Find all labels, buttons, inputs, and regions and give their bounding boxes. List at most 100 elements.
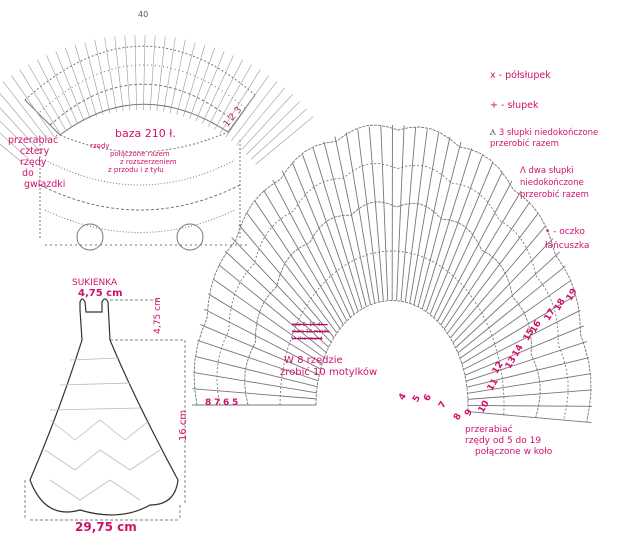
yoke-chart — [24, 45, 256, 251]
stitch-mark — [255, 116, 314, 165]
stitch-mark — [163, 37, 176, 112]
fan-round — [315, 300, 469, 412]
legend-text: - półsłupek — [498, 70, 551, 81]
stitch-mark — [169, 39, 186, 114]
fan-stitch — [197, 339, 319, 382]
note-line: z przodu i z tyłu — [108, 166, 164, 174]
fan-stitch — [246, 212, 338, 334]
cluster-3-icon: Ⲁ — [490, 128, 497, 138]
fan-stitch — [440, 190, 522, 326]
fan-stitch — [433, 171, 503, 318]
fan-stitch — [312, 147, 363, 309]
fan-stitch — [263, 190, 344, 325]
fan-stitch — [194, 355, 318, 388]
yoke-base-note: baza 210 ł. — [115, 127, 176, 140]
row8-note: W 8 rzędzie zrobić 10 motylków — [280, 355, 377, 379]
legend-text: dwa słupki niedokończone przerobić razem — [520, 166, 589, 200]
fan-stitch — [368, 126, 384, 301]
stitch-mark — [0, 120, 34, 155]
stitch-mark — [183, 44, 206, 117]
chain-dot-icon: • — [545, 227, 551, 237]
note-line: rzędy — [20, 157, 47, 168]
fan-stitch — [447, 213, 539, 334]
note-line: gwiazdki — [24, 179, 66, 190]
fan-stitch — [457, 265, 566, 354]
fan-round — [244, 201, 541, 418]
stitch-mark — [219, 69, 261, 134]
legend-item-plus: + - słupek — [490, 100, 539, 111]
fan-stitch — [466, 357, 590, 388]
fan-stitch — [203, 308, 321, 370]
stitch-mark — [208, 59, 243, 127]
note-line: zrobić 10 motylków — [280, 367, 378, 378]
fan-stitch — [463, 309, 581, 370]
stitch-mark — [250, 108, 307, 160]
yoke-stitches — [0, 35, 314, 165]
fan-stitch — [345, 132, 376, 303]
note-line: przerabiać — [465, 425, 513, 435]
stitch-mark — [246, 101, 300, 155]
fan-stitch — [380, 125, 389, 301]
fan-stitch — [218, 264, 327, 353]
legend-text: - oczko łańcuszka — [545, 227, 590, 251]
stitch-mark — [0, 143, 25, 165]
fan-stitch — [409, 132, 440, 303]
struck-line: work 10 motifs — [292, 329, 330, 335]
fan-stitch — [200, 324, 320, 376]
note-line: W 8 rzędzie — [284, 355, 343, 366]
stitch-mark — [0, 132, 30, 160]
stitch-mark — [0, 93, 44, 146]
fan-stitch — [302, 154, 359, 312]
stitch-mark — [2, 81, 49, 142]
fan-stitch — [193, 372, 317, 394]
fan-stitch — [334, 136, 371, 305]
fan-stitch — [461, 294, 577, 365]
note-line: przerabiać — [8, 135, 59, 146]
fan-stitch — [459, 279, 572, 359]
fan-stitch — [413, 136, 451, 305]
stitch-mark — [28, 64, 66, 130]
fan-stitch — [404, 129, 428, 302]
stitch-mark — [104, 37, 117, 112]
legend-item-chain: • - oczko łańcuszka — [545, 225, 630, 253]
dress-title: SUKIENKA — [72, 278, 118, 288]
legend-symbol: x — [490, 70, 496, 81]
stitch-mark — [46, 55, 78, 124]
stitch-mark — [231, 81, 278, 142]
fan-stitch — [437, 180, 513, 322]
note-line: rzędy od 5 do 19 — [465, 436, 542, 446]
fan-stitch — [357, 129, 380, 302]
fan-stitch — [213, 278, 325, 359]
yoke-small-note: rzędy połączone razem z rozszerzeniem z … — [90, 142, 177, 174]
note-line: rzędy — [90, 142, 110, 150]
rows-join-note: przerabiać rzędy od 5 do 19 połączone w … — [465, 425, 552, 458]
stitch-mark — [143, 35, 146, 111]
legend-item-x: x - półsłupek — [490, 70, 551, 81]
dress-pattern — [44, 357, 161, 501]
fan-stitch — [452, 238, 554, 343]
stitch-mark — [156, 36, 166, 111]
row-number: 7 — [214, 398, 221, 408]
stitch-mark — [189, 47, 215, 119]
stitch-mark — [195, 51, 225, 122]
dress-hem-width: 29,75 cm — [75, 520, 137, 534]
stitch-mark — [84, 41, 104, 115]
dress-skirt-height: 16 cm — [178, 409, 190, 442]
legend-item-3dc: Ⲁ 3 słupki niedokończone przerobić razem — [490, 128, 630, 150]
stitch-mark — [37, 59, 72, 127]
fan-stitch — [464, 325, 585, 376]
row-number: 5 — [232, 398, 239, 408]
fan-stitch — [467, 405, 593, 407]
fan-stitch — [467, 373, 591, 394]
stitch-mark — [134, 35, 137, 111]
fan-stitch — [400, 126, 417, 301]
fan-stitch — [455, 251, 560, 348]
fan-stitch — [425, 155, 483, 312]
fan-stitch — [443, 201, 531, 330]
fan-stitch — [396, 125, 405, 301]
dress-width-top: 4,75 cm — [78, 288, 123, 299]
fan-stitch — [254, 200, 341, 329]
fan-stitch — [224, 250, 329, 348]
